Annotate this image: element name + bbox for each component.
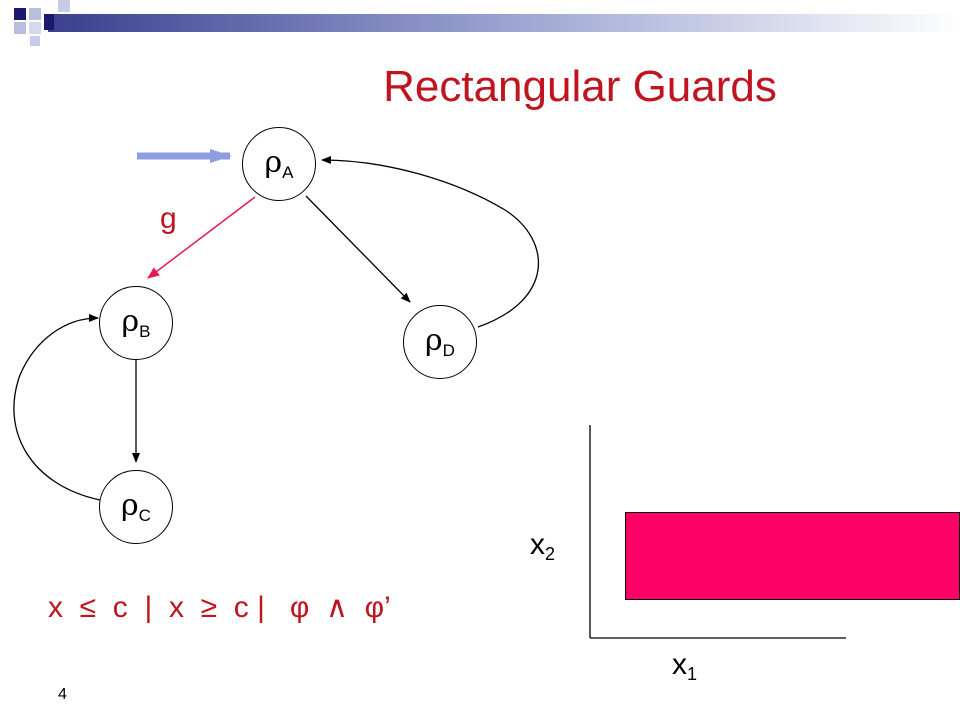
state-label-c: ρC: [121, 488, 151, 525]
state-label-b: ρB: [121, 304, 151, 341]
rectangular-guard-region: [625, 512, 960, 600]
state-node-a: ρA: [242, 127, 316, 201]
slide-title: Rectangular Guards: [383, 62, 777, 111]
page-number: 4: [58, 686, 67, 703]
header-square-light: [29, 22, 41, 34]
header-square-light: [14, 22, 26, 34]
edge-d-to-a: [321, 156, 540, 328]
state-label-a: ρA: [264, 145, 294, 182]
x-axis-label: x1: [672, 648, 698, 684]
header-decoration: [0, 0, 960, 48]
header-gradient-band: [48, 14, 960, 32]
header-square-light: [30, 36, 40, 46]
state-node-b: ρB: [99, 286, 173, 360]
state-node-c: ρC: [99, 470, 173, 544]
edge-a-to-b: [147, 196, 256, 279]
edge-c-to-b: [13, 314, 101, 501]
state-label-d: ρD: [425, 323, 455, 360]
header-square-dark: [44, 14, 54, 30]
edge-a-to-d: [305, 195, 411, 303]
y-axis-label: x2: [530, 528, 556, 564]
header-square-dark: [14, 8, 26, 20]
guard-edge-label: g: [160, 202, 177, 235]
state-node-d: ρD: [403, 305, 477, 379]
guard-grammar: x ≤ c | x ≥ c | φ ∧ φ’: [48, 591, 391, 624]
header-square-light: [58, 0, 70, 12]
header-square-light: [29, 8, 41, 20]
header-graphic: [14, 0, 960, 46]
